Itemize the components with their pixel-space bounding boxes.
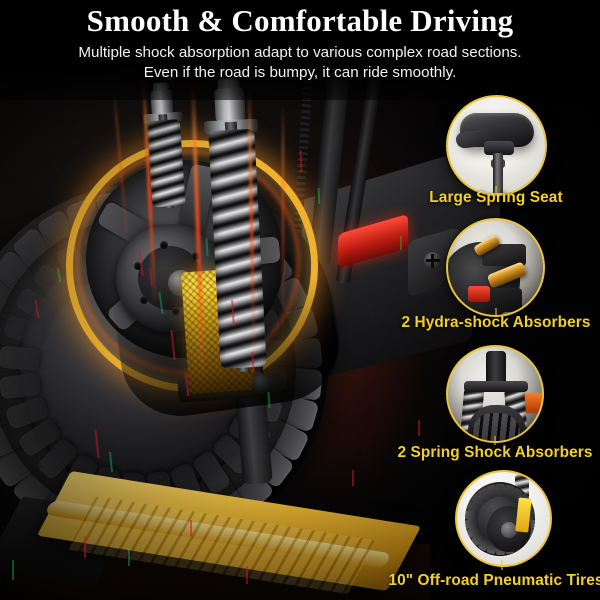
callout-tick — [495, 308, 497, 317]
seat-clamp — [484, 141, 514, 155]
orange-glow — [522, 393, 542, 413]
shock-crossbar — [464, 381, 528, 392]
callout-tick — [494, 436, 496, 445]
subtitle-line-2: Even if the road is bumpy, it can ride s… — [143, 64, 457, 81]
header-backdrop — [0, 0, 600, 100]
callout-inset-large-spring-seat — [446, 95, 547, 196]
inset-wheel-hub — [501, 522, 517, 538]
callout-label-hydra-shock-absorbers: 2 Hydra-shock Absorbers — [401, 314, 591, 331]
seat-post — [493, 153, 503, 193]
fork-stem — [486, 351, 506, 385]
rear-tire-tread — [472, 413, 520, 441]
shock-mount-block — [482, 244, 526, 266]
callout-label-large-spring-seat: Large Spring Seat — [429, 189, 563, 206]
page-title: Smooth & Comfortable Driving — [86, 3, 514, 38]
callout-label-off-road-pneumatic-tires: 10" Off-road Pneumatic Tires — [388, 572, 600, 589]
callout-inset-off-road-pneumatic-tires — [455, 470, 552, 567]
red-component — [468, 286, 490, 302]
subtitle-line-1: Multiple shock absorption adapt to vario… — [78, 44, 522, 61]
inset-tire-tread — [465, 482, 535, 556]
callout-inset-hydra-shock-absorbers — [446, 218, 545, 317]
callout-inset-spring-shock-absorbers — [446, 345, 544, 443]
callout-label-spring-shock-absorbers: 2 Spring Shock Absorbers — [397, 444, 593, 461]
callout-tick — [495, 186, 497, 194]
callout-tick — [501, 560, 503, 570]
